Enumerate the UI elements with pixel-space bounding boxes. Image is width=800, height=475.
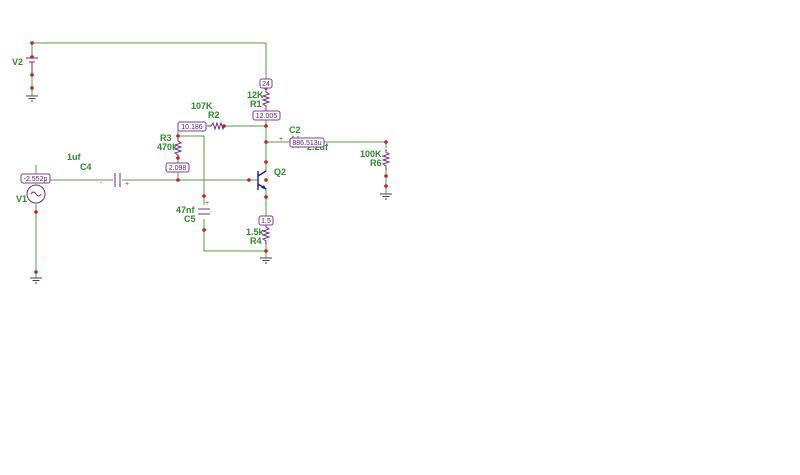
r3-value: 470k (157, 142, 178, 152)
r1-value: 12K (247, 90, 264, 100)
v1-ac-source[interactable] (26, 184, 46, 204)
c2-plus: + (279, 136, 283, 143)
junction-dot (34, 270, 38, 274)
c4-minus: - (100, 180, 103, 187)
r4-label: R4 (250, 236, 262, 246)
r3-resistor[interactable] (173, 138, 183, 158)
r1-label: R1 (250, 99, 262, 109)
junction-dot (264, 124, 268, 128)
r2-value: 107K (191, 101, 213, 111)
junction-dot (34, 210, 38, 214)
junction-dot (247, 178, 251, 182)
v2-label: V2 (12, 57, 23, 67)
probe-box (20, 173, 51, 184)
junction-dots (30, 41, 388, 274)
probe-box (165, 162, 190, 173)
probe-box (252, 110, 281, 121)
c5-value: 47nf (176, 205, 196, 215)
probe-r2-left-value: 10.186 (181, 124, 203, 131)
probe-emitter-value: 1.5 (261, 218, 271, 225)
probe-box (289, 137, 325, 148)
ground-icon (30, 277, 42, 284)
probe-supply-value: 24 (262, 81, 270, 88)
c4-plus: + (125, 181, 129, 188)
probe-r2-left[interactable]: 10.186 (177, 121, 207, 132)
probe-output[interactable]: 886.513u (289, 137, 325, 148)
probe-base[interactable]: 2.098 (165, 162, 190, 173)
probe-supply[interactable]: 24 (259, 78, 273, 89)
junction-dot (176, 156, 180, 160)
probe-base-value: 2.098 (169, 165, 187, 172)
q2-transistor[interactable] (257, 170, 267, 190)
q2-collector-lead (257, 170, 267, 177)
junction-dot (30, 86, 34, 90)
r3-label: R3 (160, 133, 172, 143)
c4-label: C4 (80, 162, 92, 172)
c2-label: C2 (289, 125, 301, 135)
junction-dot (384, 174, 388, 178)
junction-dot (222, 124, 226, 128)
r4-value: 1.5k (246, 227, 265, 237)
probe-collector-value: 12.005 (256, 113, 278, 120)
v1-circle (26, 184, 46, 204)
r2-resistor[interactable] (208, 121, 225, 131)
c4-capacitor[interactable] (114, 173, 121, 187)
probe-emitter[interactable]: 1.5 (258, 215, 274, 226)
junction-dot (264, 249, 268, 253)
junction-dot (30, 55, 34, 59)
probe-box (177, 121, 207, 132)
c5-label: C5 (184, 214, 196, 224)
v2-battery[interactable] (26, 57, 38, 75)
wire-c5-top (178, 135, 205, 205)
junction-dot (264, 178, 268, 182)
r4-resistor[interactable] (261, 224, 271, 244)
r1-resistor[interactable] (261, 88, 271, 110)
wires (31, 42, 387, 278)
c5-capacitor[interactable] (198, 208, 210, 215)
c4-value: 1uf (67, 152, 82, 162)
probe-box (259, 78, 273, 89)
r6-label: R6 (370, 158, 382, 168)
junction-dot (30, 73, 34, 77)
junction-dot (202, 194, 206, 198)
probe-input-value: -2.552p (24, 176, 48, 183)
junction-dot (30, 41, 34, 45)
r6-value: 100K (360, 149, 382, 159)
junction-dot (264, 160, 268, 164)
sine-wave-icon (30, 191, 42, 197)
probe-input[interactable]: -2.552p (20, 173, 51, 184)
junction-dot (264, 195, 268, 199)
junction-dot (202, 228, 206, 232)
junction-dot (264, 140, 268, 144)
wire-supply-top (32, 42, 267, 80)
c5-minus: - (205, 227, 208, 234)
junction-dot (384, 140, 388, 144)
junction-dot (384, 184, 388, 188)
ground-icon (380, 193, 392, 200)
q2-emitter-arrow-icon (261, 185, 266, 189)
probe-box (258, 215, 274, 226)
ground-icon (26, 95, 38, 102)
probe-collector[interactable]: 12.005 (252, 110, 281, 121)
v1-label: V1 (16, 194, 27, 204)
junction-dot (176, 134, 180, 138)
junction-dot (176, 178, 180, 182)
c5-plus: + (205, 200, 209, 207)
q2-label: Q2 (274, 167, 286, 177)
r6-resistor[interactable] (381, 149, 391, 170)
probe-output-value: 886.513u (292, 140, 321, 147)
ground-icon (260, 257, 272, 264)
r2-label: R2 (208, 110, 220, 120)
